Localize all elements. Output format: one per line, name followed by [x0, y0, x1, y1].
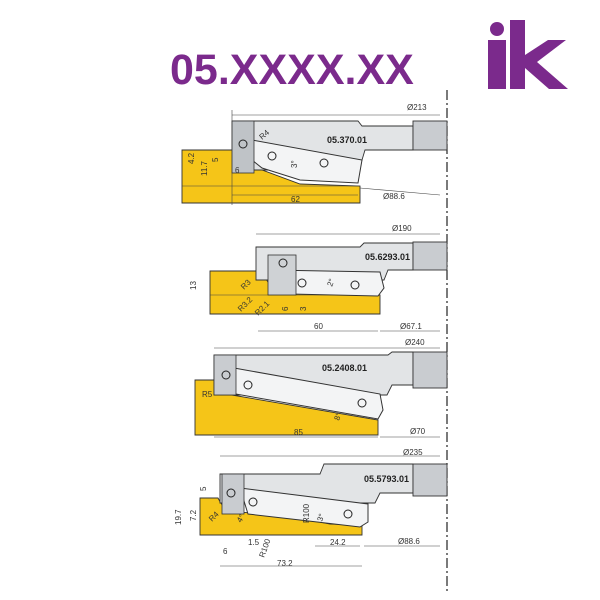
tool-code-label: 05.5793.01 [364, 474, 409, 484]
dim-label: 5 [211, 157, 220, 162]
cutter-hub [412, 351, 448, 389]
knife [239, 487, 369, 528]
outer-diameter-label: Ø235 [403, 448, 423, 457]
dim-label: R100 [302, 503, 311, 523]
dim-label: 4° [235, 513, 247, 524]
dim-label: 4.2 [187, 152, 196, 164]
cutter-hub [412, 463, 448, 497]
inner-diameter-label: Ø70 [410, 427, 426, 436]
dim-label: 3° [290, 160, 299, 168]
outer-diameter-label: Ø213 [407, 103, 427, 112]
dim-label: 7.2 [189, 509, 198, 521]
tool-05-370-01: Ø213 05.370.01 Ø88.6 62 4.2 11.7 5 6 R4 … [181, 103, 448, 205]
dim-label: 2° [325, 277, 336, 287]
inner-diameter-label: Ø67.1 [400, 322, 422, 331]
dim-label: 19.7 [174, 509, 183, 525]
dim-label: R100 [257, 537, 272, 559]
inner-diameter-label: Ø88.6 [383, 192, 405, 201]
dim-label: 6 [281, 306, 290, 311]
dim-label: 13 [189, 281, 198, 290]
dim-label: R5 [202, 390, 213, 399]
tool-code-label: 05.370.01 [327, 135, 367, 145]
width-label: 85 [294, 428, 303, 437]
tool-05-2408-01: Ø240 05.2408.01 Ø70 85 R5 8° [194, 338, 448, 438]
dim-label: 8° [332, 411, 343, 421]
inner-diameter-label: Ø88.6 [398, 537, 420, 546]
cutter-hub [412, 241, 448, 271]
tool-code-label: 05.2408.01 [322, 363, 367, 373]
dim-label: 1.5 [248, 538, 260, 547]
tool-05-6293-01: Ø190 05.6293.01 Ø67.1 60 13 R3 R3.2 R2.1… [189, 224, 448, 332]
dim-label: 3° [315, 512, 326, 522]
dim-label: 24.2 [330, 538, 346, 547]
dim-label: 5 [199, 486, 208, 491]
width-label: 73.2 [277, 559, 293, 568]
tool-code-label: 05.6293.01 [365, 252, 410, 262]
page-title: 05.XXXX.XX [170, 46, 414, 94]
outer-diameter-label: Ø190 [392, 224, 412, 233]
dim-label: 6 [235, 166, 240, 175]
ibk-logo [488, 20, 568, 89]
dim-label: 11.7 [200, 160, 209, 176]
cutter-hub [412, 120, 448, 151]
outer-diameter-label: Ø240 [405, 338, 425, 347]
tool-05-5793-01: Ø235 05.5793.01 Ø88.6 73.2 5 19.7 7.2 R4… [174, 448, 448, 568]
width-label: 60 [314, 322, 323, 331]
width-label: 62 [291, 195, 300, 204]
dim-label: 6 [223, 547, 228, 556]
dim-label: 3 [299, 306, 308, 311]
